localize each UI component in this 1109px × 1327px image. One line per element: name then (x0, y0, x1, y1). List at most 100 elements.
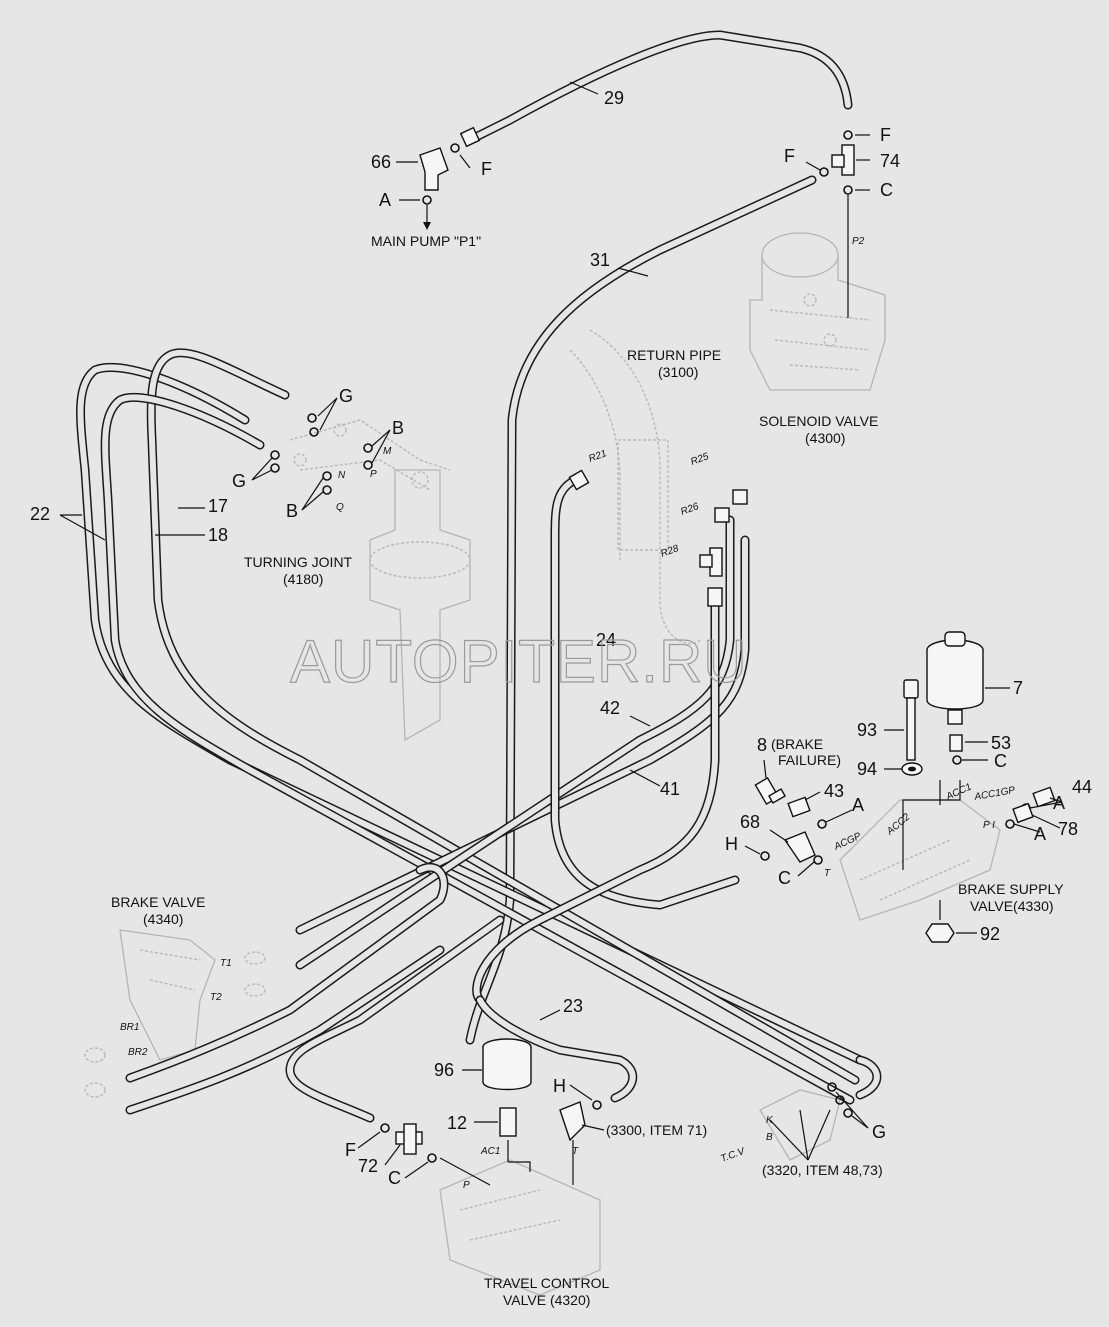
oring-f-72 (380, 1123, 390, 1133)
port-p: P (370, 469, 377, 480)
fitting-24-top (707, 587, 723, 607)
brake-supply-valve-ghost (839, 780, 1001, 921)
port-n: N (338, 470, 346, 481)
hose-42 (295, 535, 750, 935)
callout-96: 96 (434, 1060, 454, 1080)
port-t1: T1 (220, 958, 232, 969)
callout-44: 44 (1072, 777, 1092, 797)
hose-41 (295, 515, 735, 970)
solenoid-valve-ghost (749, 232, 886, 391)
pump-arrow-head (423, 222, 431, 230)
oring-g3 (270, 450, 280, 460)
label-turning-joint: TURNING JOINT (244, 554, 353, 570)
hoses (76, 30, 882, 1123)
port-acc1gp: ACC1GP (973, 785, 1017, 803)
oring-c-74 (843, 185, 853, 195)
callout-72: 72 (358, 1156, 378, 1176)
fitting-43 (787, 796, 811, 818)
fitting-53 (949, 734, 963, 752)
callout-23: 23 (563, 996, 583, 1016)
port-b: B (766, 1132, 773, 1143)
hose-23 (475, 995, 638, 1103)
turning-joint-ghost (289, 419, 471, 742)
hose-17 (146, 348, 860, 1085)
hose-tcv (285, 915, 505, 1123)
oring-a-78 (1005, 819, 1015, 829)
ghost-components (84, 232, 1001, 1296)
tcv-ghost (759, 1089, 841, 1161)
callout-93: 93 (857, 720, 877, 740)
label-brake-valve-code: (4340) (143, 911, 183, 927)
fitting-3300-71 (559, 1101, 586, 1142)
letter-a-1: A (379, 190, 391, 210)
oring-h-23 (592, 1100, 602, 1110)
fitting-r26 (714, 507, 730, 523)
letter-a-3: A (1053, 793, 1065, 813)
tee-fitting-72 (395, 1123, 423, 1155)
watermark: AUTOPITER.RU (290, 628, 748, 695)
callout-12: 12 (447, 1113, 467, 1133)
label-travel-control-code: VALVE (4320) (503, 1292, 590, 1308)
port-r21: R21 (587, 448, 608, 465)
port-r26: R26 (679, 501, 700, 518)
callout-29: 29 (604, 88, 624, 108)
hose-24 (472, 475, 740, 1005)
hose-18 (100, 392, 855, 1105)
letter-f-1: F (481, 159, 492, 179)
letter-c-1: C (880, 180, 893, 200)
port-t: T (824, 868, 831, 879)
port-ac1: AC1 (480, 1146, 500, 1157)
oring-h-68 (760, 851, 770, 861)
elbow-fitting-68 (783, 831, 816, 863)
label-return-pipe-code: (3100) (658, 364, 698, 380)
fittings (270, 126, 1056, 1163)
label-brake-failure-2: FAILURE) (778, 752, 841, 768)
filter-96 (482, 1038, 532, 1091)
oring-g4 (270, 463, 280, 473)
letter-f-4: F (345, 1140, 356, 1160)
tee-fitting-74 (831, 144, 855, 176)
label-turning-joint-code: (4180) (283, 571, 323, 587)
label-item-71: (3300, ITEM 71) (606, 1122, 707, 1138)
label-main-pump: MAIN PUMP "P1" (371, 233, 481, 249)
callout-22: 22 (30, 504, 50, 524)
callout-24: 24 (596, 630, 616, 650)
fitting-r21 (568, 469, 590, 491)
oring-g-r3 (843, 1108, 853, 1118)
callout-53: 53 (991, 733, 1011, 753)
callout-7: 7 (1013, 678, 1023, 698)
letter-g-2: G (232, 471, 246, 491)
elbow-fitting-66 (419, 147, 449, 191)
fitting-r25 (732, 489, 748, 505)
port-acc2: ACC2 (884, 811, 913, 837)
port-br2: BR2 (128, 1047, 148, 1058)
brake-valve-ghost (84, 929, 266, 1098)
oring-c-68 (813, 855, 823, 865)
oring-c-72 (427, 1153, 437, 1163)
letter-h-1: H (725, 834, 738, 854)
callout-92: 92 (980, 924, 1000, 944)
letter-h-2: H (553, 1076, 566, 1096)
label-item-48-73: (3320, ITEM 48,73) (762, 1162, 883, 1178)
port-t2: T2 (210, 992, 222, 1003)
callout-94: 94 (857, 759, 877, 779)
callout-68: 68 (740, 812, 760, 832)
oring-f-74-top (843, 130, 853, 140)
pressure-switch-8 (754, 777, 787, 805)
return-pipe-ghost (569, 329, 701, 645)
port-pi: P I (983, 820, 995, 831)
letter-c-3: C (778, 868, 791, 888)
label-brake-supply-code: VALVE(4330) (970, 898, 1054, 914)
port-acgp: ACGP (832, 831, 864, 854)
fitting-12 (499, 1107, 517, 1137)
hose-brake-lower (125, 862, 449, 1115)
leader-lines (59, 81, 1063, 1186)
washer-94-hole (908, 766, 916, 772)
port-tcv: T.C.V (719, 1146, 747, 1165)
oring-b4 (322, 485, 332, 495)
oring-g1 (307, 413, 317, 423)
callout-8: 8 (757, 735, 767, 755)
label-brake-valve: BRAKE VALVE (111, 894, 205, 910)
oring-c-53 (952, 755, 962, 765)
label-solenoid-valve: SOLENOID VALVE (759, 413, 878, 429)
